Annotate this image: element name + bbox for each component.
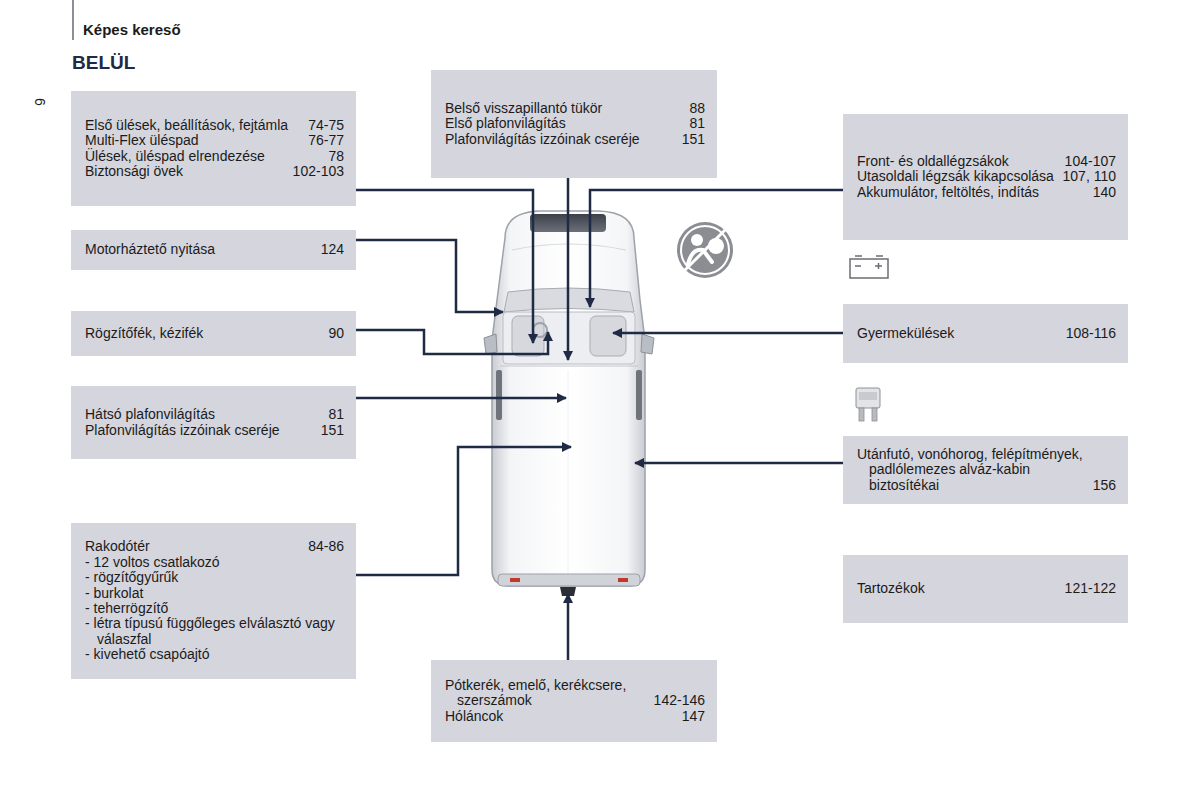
entry-row: Gyermekülések 108-116 — [857, 326, 1116, 341]
page-reference: 84-86 — [308, 539, 344, 554]
section-heading: BELÜL — [72, 52, 135, 74]
page-reference: 151 — [682, 132, 705, 147]
entry-text: Biztonsági övek — [85, 164, 285, 179]
entry-text: Multi-Flex üléspad — [85, 133, 300, 148]
entry-row: Motorháztető nyitása 124 — [85, 242, 344, 257]
entry-text: - teherrögzítő — [85, 601, 344, 616]
page-reference: 151 — [321, 423, 344, 438]
entry-row: Első ülések, beállítások, fejtámla 74-75 — [85, 118, 344, 133]
index-box: Rögzítőfék, kézifék 90 — [71, 311, 356, 356]
page-number: 6 — [32, 98, 48, 106]
entry-row: Belső visszapillantó tükör 88 — [445, 101, 705, 116]
page-reference: 142-146 — [654, 693, 705, 708]
entry-text: Gyermekülések — [857, 326, 1058, 341]
entry-text: Akkumulátor, feltöltés, indítás — [857, 185, 1085, 200]
entry-row: - burkolat — [85, 586, 344, 601]
fuse-icon — [856, 388, 880, 421]
index-box: Rakodótér 84-86- 12 voltos csatlakozó- rö… — [71, 523, 356, 679]
entry-text: Tartozékok — [857, 581, 1057, 596]
entry-text: - 12 voltos csatlakozó — [85, 555, 344, 570]
index-box: Front- és oldallégzsákok104-107Utasoldal… — [843, 114, 1128, 240]
airbag-icon — [677, 222, 733, 278]
page-reference: 108-116 — [1066, 326, 1116, 341]
page-reference: 90 — [328, 326, 344, 341]
entry-row: - kivehető csapóajtó — [85, 647, 344, 662]
entry-text: Motorháztető nyitása — [85, 242, 313, 257]
entry-row: Tartozékok 121-122 — [857, 581, 1116, 596]
entry-row: - létra típusú függőleges elválasztó vag… — [85, 616, 344, 647]
entry-text: Első ülések, beállítások, fejtámla — [85, 118, 300, 133]
entry-text: - létra típusú függőleges elválasztó vag… — [85, 616, 344, 647]
entry-row: - rögzítőgyűrűk — [85, 570, 344, 585]
page-reference: 107, 110 — [1063, 169, 1116, 184]
entry-text: Hóláncok — [445, 709, 674, 724]
index-box: Hátsó plafonvilágítás81Plafonvilágítás i… — [71, 386, 356, 459]
page-reference: 102-103 — [293, 164, 344, 179]
battery-icon — [850, 256, 888, 278]
page-reference: 81 — [328, 407, 344, 422]
index-box: Pótkerék, emelő, kerékcsere, szerszámok 1… — [431, 660, 717, 742]
entry-text: Rakodótér — [85, 539, 300, 554]
entry-row: Biztonsági övek 102-103 — [85, 164, 344, 179]
page-reference: 124 — [321, 242, 344, 257]
page-reference: 147 — [682, 709, 705, 724]
entry-text: Pótkerék, emelő, kerékcsere, szerszámok — [445, 678, 646, 709]
entry-row: Utánfutó, vonóhorog, felépítmények, padl… — [857, 447, 1116, 493]
entry-row: Plafonvilágítás izzóinak cseréje 151 — [445, 132, 705, 147]
entry-text: Front- és oldallégzsákok — [857, 154, 1057, 169]
entry-row: Akkumulátor, feltöltés, indítás 140 — [857, 185, 1116, 200]
header-bar — [72, 0, 74, 40]
entry-text: Belső visszapillantó tükör — [445, 101, 681, 116]
entry-row: Multi-Flex üléspad 76-77 — [85, 133, 344, 148]
entry-row: - 12 voltos csatlakozó — [85, 555, 344, 570]
entry-row: Rögzítőfék, kézifék 90 — [85, 326, 344, 341]
page-reference: 104-107 — [1065, 154, 1116, 169]
entry-row: Plafonvilágítás izzóinak cseréje 151 — [85, 423, 344, 438]
entry-row: Utasoldali légzsák kikapcsolása 107, 110 — [857, 169, 1116, 184]
entry-text: Plafonvilágítás izzóinak cseréje — [445, 132, 674, 147]
entry-text: Hátsó plafonvilágítás — [85, 407, 320, 422]
entry-row: Pótkerék, emelő, kerékcsere, szerszámok 1… — [445, 678, 705, 709]
entry-text: Ülések, üléspad elrendezése — [85, 149, 320, 164]
entry-row: Ülések, üléspad elrendezése 78 — [85, 149, 344, 164]
index-box: Első ülések, beállítások, fejtámla74-75M… — [71, 91, 356, 206]
entry-text: - kivehető csapóajtó — [85, 647, 344, 662]
page-reference: 76-77 — [308, 133, 344, 148]
entry-text: - burkolat — [85, 586, 344, 601]
index-box: Motorháztető nyitása 124 — [71, 230, 356, 270]
running-header: Képes kereső — [83, 21, 181, 38]
index-box: Utánfutó, vonóhorog, felépítmények, padl… — [843, 436, 1128, 504]
entry-text: Utánfutó, vonóhorog, felépítmények, padl… — [857, 447, 1085, 493]
page-reference: 81 — [689, 116, 705, 131]
entry-row: Front- és oldallégzsákok 104-107 — [857, 154, 1116, 169]
entry-text: - rögzítőgyűrűk — [85, 570, 344, 585]
entry-row: Rakodótér 84-86 — [85, 539, 344, 554]
entry-text: Rögzítőfék, kézifék — [85, 326, 320, 341]
page-reference: 121-122 — [1065, 581, 1116, 596]
entry-row: Első plafonvilágítás 81 — [445, 116, 705, 131]
entry-row: - teherrögzítő — [85, 601, 344, 616]
page-reference: 140 — [1093, 185, 1116, 200]
entry-row: Hóláncok 147 — [445, 709, 705, 724]
index-box: Gyermekülések 108-116 — [843, 304, 1128, 363]
page-reference: 74-75 — [308, 118, 344, 133]
index-box: Tartozékok 121-122 — [843, 555, 1128, 623]
entry-row: Hátsó plafonvilágítás 81 — [85, 407, 344, 422]
entry-text: Utasoldali légzsák kikapcsolása — [857, 169, 1055, 184]
index-box: Belső visszapillantó tükör88Első plafonv… — [431, 70, 717, 178]
page-reference: 156 — [1093, 478, 1116, 493]
entry-text: Első plafonvilágítás — [445, 116, 681, 131]
leader-lines — [356, 178, 843, 660]
entry-text: Plafonvilágítás izzóinak cseréje — [85, 423, 313, 438]
page-reference: 78 — [328, 149, 344, 164]
page-reference: 88 — [689, 101, 705, 116]
